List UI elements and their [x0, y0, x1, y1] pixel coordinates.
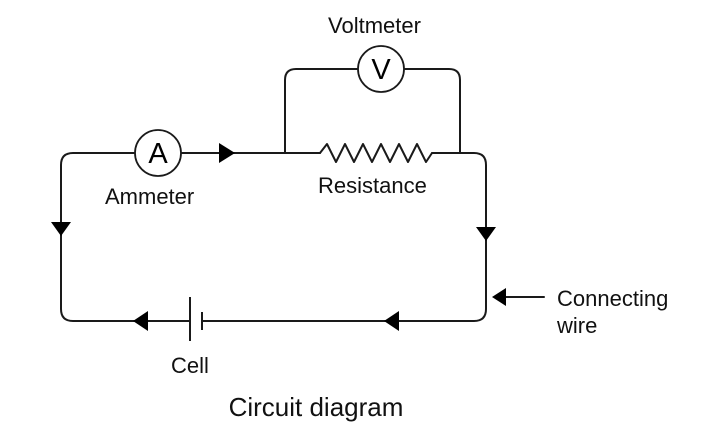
wire-top-left	[60, 152, 191, 322]
voltmeter-circle	[357, 45, 405, 93]
ammeter-symbol: A	[148, 138, 168, 170]
diagram-caption: Circuit diagram	[229, 392, 404, 422]
resistor-symbol	[319, 143, 433, 163]
arrow-down-icon	[51, 222, 71, 236]
voltmeter-symbol: V	[371, 54, 391, 86]
voltmeter: V	[357, 45, 405, 93]
cell-label: Cell	[171, 353, 209, 378]
connecting-wire-label-line2: wire	[556, 313, 597, 338]
ammeter-label: Ammeter	[105, 184, 194, 209]
voltmeter-label: Voltmeter	[328, 13, 421, 38]
arrow-left-icon	[384, 311, 399, 331]
arrow-right-icon	[219, 143, 235, 163]
connecting-wire-label-line1: Connecting	[557, 286, 668, 311]
pointer-arrow-icon	[492, 288, 506, 306]
voltmeter-branch-wire	[284, 68, 461, 154]
ammeter: A	[134, 129, 182, 177]
arrow-down-icon	[476, 227, 496, 241]
ammeter-circle	[134, 129, 182, 177]
resistance-label: Resistance	[318, 173, 427, 198]
arrow-left-icon	[133, 311, 148, 331]
